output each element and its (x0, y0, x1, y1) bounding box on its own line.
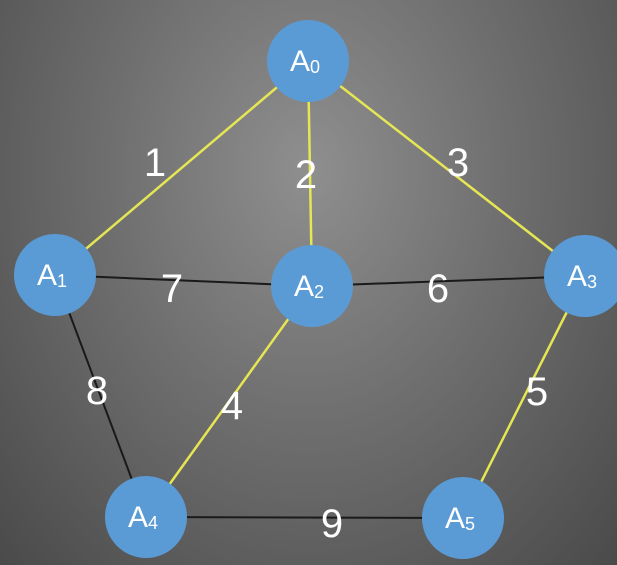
node-label-subscript: 0 (310, 57, 320, 77)
node-a0: A0 (267, 20, 349, 102)
node-circle (422, 477, 504, 559)
node-label-subscript: 5 (465, 514, 475, 534)
edge-weight-label: 8 (86, 369, 108, 413)
node-a1: A1 (14, 234, 96, 316)
node-label-letter: A (37, 259, 57, 292)
node-a5: A5 (422, 477, 504, 559)
edge-weight-label: 6 (427, 267, 449, 311)
edge-weight-label: 2 (295, 153, 317, 197)
node-label-letter: A (290, 45, 310, 78)
node-label-letter: A (445, 502, 465, 535)
edge-weight-label: 9 (321, 502, 343, 546)
node-label: A1 (37, 259, 67, 292)
edge-labels-layer: 1 2 3 4 5 6 7 8 9 (86, 141, 548, 546)
edge-weight-label: 3 (447, 141, 469, 185)
node-label-letter: A (294, 270, 314, 303)
node-label-letter: A (567, 260, 587, 293)
edge-a0-a3 (307, 60, 586, 277)
node-label: A2 (294, 270, 324, 303)
edge-weight-label: 7 (161, 267, 183, 311)
edge-weight-label: 5 (526, 370, 548, 414)
node-label-subscript: 3 (587, 272, 597, 292)
edge-weight-label: 1 (144, 141, 166, 185)
edge-a2-a4 (144, 285, 314, 518)
node-label: A4 (128, 501, 158, 534)
node-a2: A2 (271, 245, 353, 327)
node-circle (544, 235, 617, 317)
edge-a0-a1 (54, 60, 309, 276)
node-label-subscript: 2 (314, 282, 324, 302)
node-circle (105, 476, 187, 558)
node-circle (271, 245, 353, 327)
node-a3: A3 (544, 235, 617, 317)
edge-a2-a3 (311, 275, 586, 287)
edge-a3-a5 (461, 275, 587, 519)
edges-layer (54, 60, 587, 519)
node-label: A0 (290, 45, 320, 78)
node-label: A3 (567, 260, 597, 293)
node-circle (267, 20, 349, 102)
edge-a1-a4 (54, 274, 147, 518)
edge-a1-a2 (54, 274, 313, 287)
node-circle (14, 234, 96, 316)
node-label: A5 (445, 502, 475, 535)
edge-weight-label: 4 (221, 384, 243, 428)
node-label-subscript: 4 (148, 513, 158, 533)
node-label-letter: A (128, 501, 148, 534)
node-a4: A4 (105, 476, 187, 558)
node-label-subscript: 1 (57, 271, 67, 291)
edge-a4-a5 (145, 516, 464, 519)
